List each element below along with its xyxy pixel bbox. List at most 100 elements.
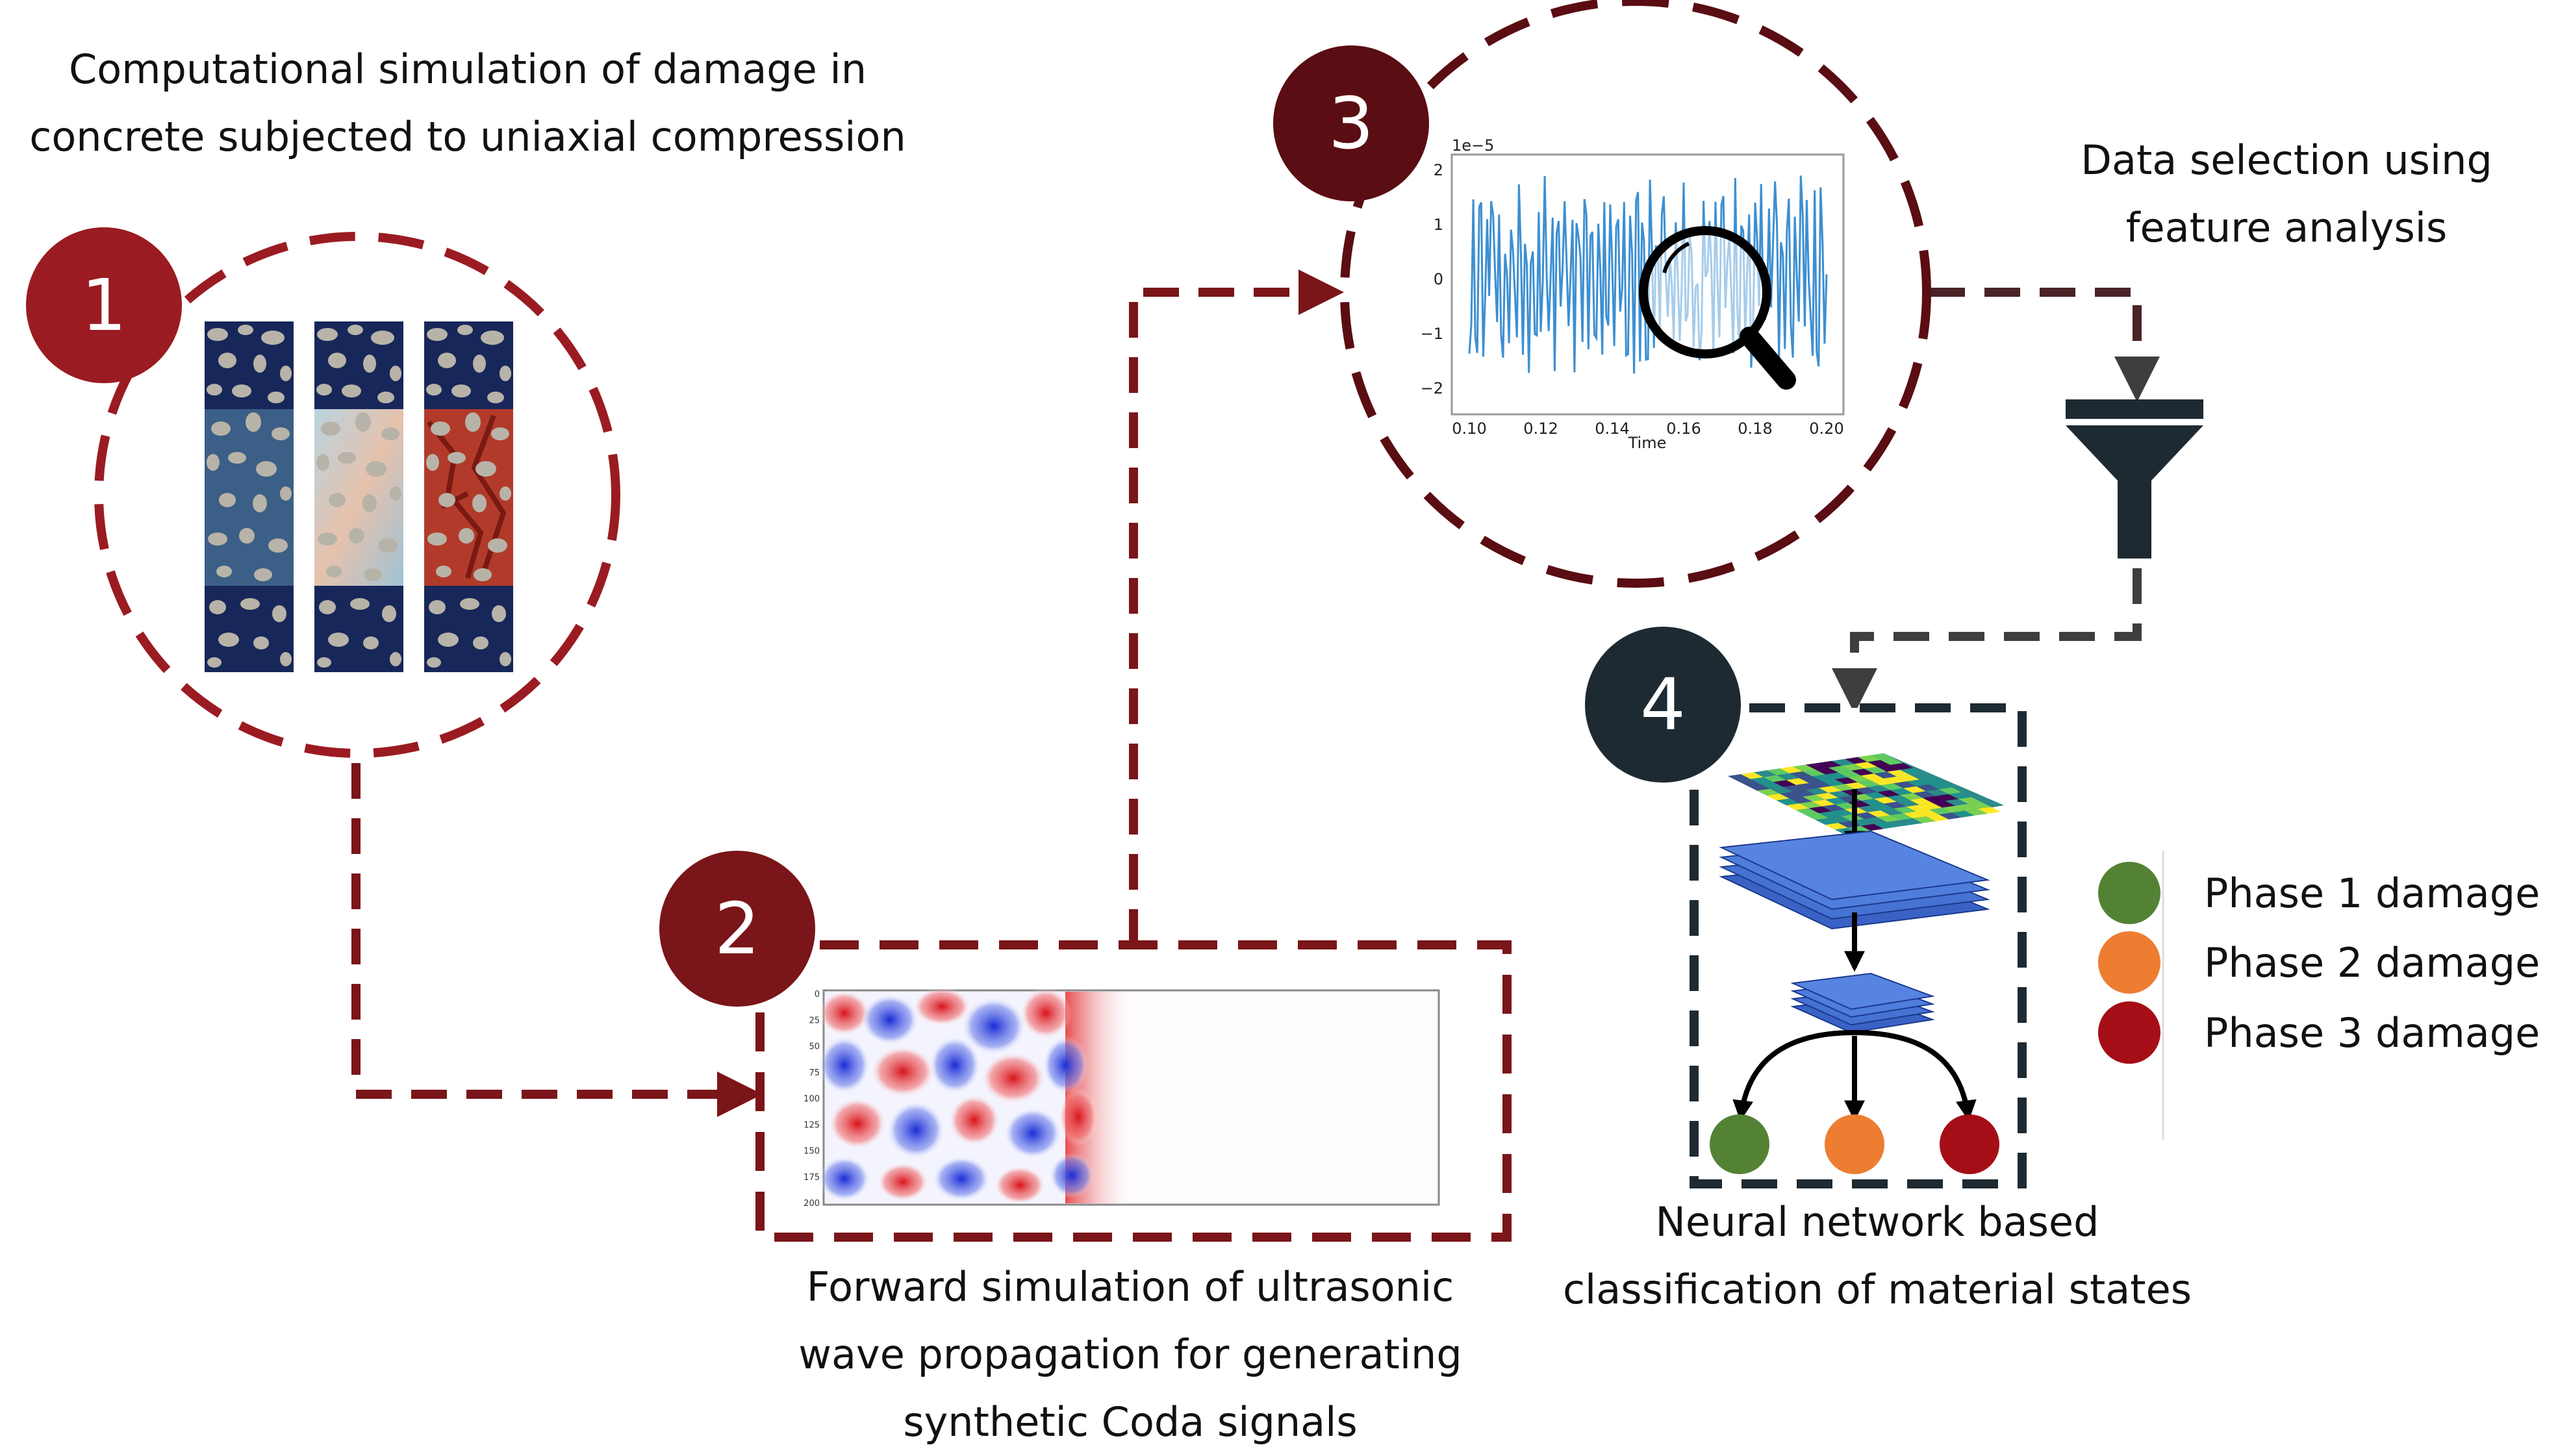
step4-group: 4 <box>1585 627 2027 1188</box>
feature-map-cell <box>1868 785 1890 792</box>
feature-map-cell <box>1835 777 1858 784</box>
signal-y-tick-label: −2 <box>1421 379 1443 397</box>
badge-1-number: 1 <box>81 264 127 347</box>
feature-map-cell <box>1832 759 1855 766</box>
feature-map-cell <box>1861 799 1884 806</box>
feature-map-cell <box>1897 799 1919 807</box>
nn-branch-left <box>1732 1030 1855 1122</box>
feature-map-cell <box>1812 774 1835 781</box>
filter-funnel-icon <box>2066 399 2203 559</box>
signal-x-tick-label: 0.16 <box>1666 420 1701 438</box>
badge-4-number: 4 <box>1640 663 1686 746</box>
wavefield-y-tick-label: 200 <box>804 1199 820 1209</box>
feature-map-cell <box>1903 786 1926 794</box>
feature-map-cell <box>1838 770 1861 778</box>
legend: Phase 1 damage Phase 2 damage Phase 3 da… <box>2098 851 2540 1140</box>
feature-map-cell <box>1806 788 1829 795</box>
caption-step1-line1: Computational simulation of damage in <box>68 45 867 93</box>
feature-map-cell <box>1796 808 1819 815</box>
feature-map-cell <box>1952 810 1975 818</box>
feature-map-cell <box>1858 780 1881 788</box>
feature-map-cell <box>1926 814 1949 822</box>
feature-map-cell <box>1816 768 1838 775</box>
feature-map-cell <box>1881 783 1903 790</box>
signal-x-tick-label: 0.10 <box>1452 420 1486 438</box>
feature-map-cell <box>1783 784 1806 792</box>
feature-map-cell <box>1939 812 1962 820</box>
feature-map-cell <box>1822 804 1845 812</box>
feature-map-cell <box>1890 763 1913 770</box>
feature-map-cell <box>1955 803 1978 811</box>
feature-map-cell <box>1754 770 1777 777</box>
feature-map-cell <box>1825 797 1848 805</box>
feature-map-cell <box>1780 792 1803 799</box>
feature-map-cell <box>1903 811 1926 818</box>
feature-map-cell <box>1858 805 1881 812</box>
caption-step3: Data selection using feature analysis <box>2027 127 2546 262</box>
feature-map-cell <box>1949 792 1971 799</box>
feature-map-cell <box>1874 797 1897 804</box>
caption-step2: Forward simulation of ultrasonic wave pr… <box>741 1253 1520 1456</box>
feature-map-cell <box>1900 768 1923 775</box>
legend-marker-phase1 <box>2098 862 2160 924</box>
step1-group: 1 <box>26 227 620 758</box>
feature-map-cell <box>1825 823 1848 830</box>
feature-map-cell <box>1893 807 1916 814</box>
concrete-specimen-2 <box>314 321 403 672</box>
badge-3-number: 3 <box>1328 82 1374 165</box>
signal-y-ticks: 210−1−2 <box>1421 161 1443 397</box>
signal-x-axis-label: Time <box>1628 434 1667 452</box>
feature-map-cell <box>1881 809 1903 816</box>
feature-map-cell <box>1871 778 1893 786</box>
feature-map-cell <box>1803 770 1825 777</box>
signal-x-tick-label: 0.18 <box>1738 420 1772 438</box>
feature-map-cell <box>1906 805 1929 812</box>
badge-4 <box>1585 627 1741 783</box>
feature-map-cell <box>1832 809 1855 816</box>
feature-map-cell <box>1855 787 1877 794</box>
nn-branch-right <box>1854 1030 1977 1122</box>
feature-map-cell <box>1861 773 1884 781</box>
feature-map-cell <box>1884 776 1906 784</box>
caption-step4-line2: classification of material states <box>1562 1266 2192 1313</box>
feature-map-cell <box>1773 780 1796 787</box>
output-node-phase1 <box>1710 1114 1769 1174</box>
caption-step2-line2: wave propagation for generating <box>798 1331 1462 1378</box>
badge-3 <box>1273 45 1429 201</box>
feature-map-cell <box>1855 762 1877 769</box>
feature-map-cell <box>1881 758 1903 765</box>
feature-map-cell <box>1978 807 2001 814</box>
caption-step1: Computational simulation of damage in co… <box>13 36 922 171</box>
legend-marker-phase3 <box>2098 1001 2160 1064</box>
feature-map-cell <box>1806 813 1829 820</box>
magnifier-icon <box>1639 226 1796 390</box>
feature-map-cell <box>1932 801 1955 808</box>
feature-map-cell <box>1777 798 1799 805</box>
feature-map-cell <box>1890 788 1913 796</box>
feature-map-cell <box>1790 771 1812 779</box>
feature-map-cell <box>1945 799 1968 806</box>
badge-2 <box>659 851 815 1007</box>
signal-exponent-label: 1e−5 <box>1452 136 1494 155</box>
feature-map-cell <box>1760 782 1783 789</box>
feature-map-cell <box>1900 793 1923 800</box>
legend-marker-phase2 <box>2098 931 2160 994</box>
feature-map-cell <box>1780 766 1803 773</box>
feature-map-cell <box>1796 783 1819 790</box>
feature-map-cell <box>1741 772 1764 779</box>
feature-map-cell <box>1929 807 1952 815</box>
feature-map-cell <box>1819 811 1842 818</box>
feature-map-cell <box>1767 768 1790 775</box>
feature-map-cell <box>1890 813 1913 820</box>
feature-map-cell <box>1786 803 1809 810</box>
feature-map-cell <box>1858 755 1881 762</box>
feature-map-cell <box>1910 797 1932 805</box>
legend-label-phase1: Phase 1 damage <box>2204 870 2540 917</box>
feature-map-cell <box>1942 805 1965 813</box>
feature-map-cell <box>1916 784 1939 792</box>
wavefield-y-tick-label: 75 <box>809 1068 820 1078</box>
feature-map-cell <box>1832 784 1855 791</box>
feature-map-cell <box>1913 816 1936 823</box>
